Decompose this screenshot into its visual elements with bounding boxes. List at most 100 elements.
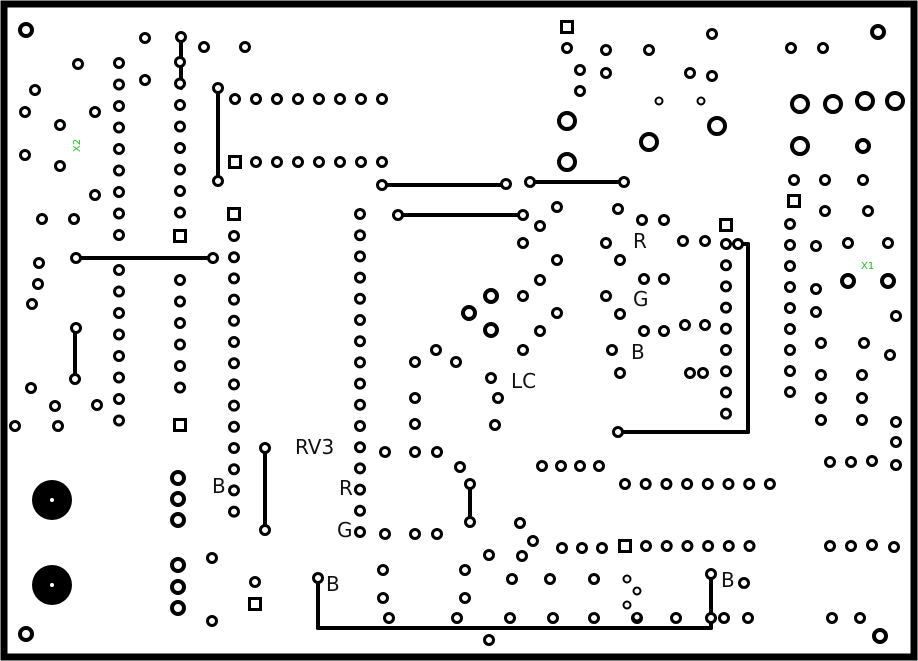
- pad: [174, 338, 186, 351]
- pad: [890, 310, 902, 322]
- pad: [720, 386, 732, 399]
- pad: [483, 634, 495, 646]
- pad: [212, 82, 224, 94]
- pad: [49, 400, 61, 412]
- pad: [459, 592, 471, 604]
- pad: [819, 205, 831, 217]
- label-r-top: R: [633, 229, 647, 253]
- pad: [534, 325, 546, 337]
- pad: [113, 78, 125, 91]
- pad: [670, 612, 682, 624]
- pad: [856, 369, 868, 381]
- pad: [866, 455, 878, 467]
- pad: [784, 302, 796, 314]
- square-pad: [173, 418, 187, 432]
- pad: [33, 257, 45, 269]
- pad: [790, 136, 810, 156]
- pad: [785, 42, 797, 54]
- pad: [139, 74, 151, 86]
- pad: [174, 77, 186, 90]
- pad: [376, 179, 388, 191]
- pad: [212, 175, 224, 187]
- pad: [504, 612, 516, 624]
- pad: [640, 540, 652, 552]
- pad: [815, 392, 827, 404]
- pad: [113, 371, 125, 384]
- pad: [632, 586, 642, 596]
- pad: [69, 373, 81, 385]
- pad: [383, 612, 395, 624]
- pad: [174, 120, 186, 133]
- pad: [784, 260, 796, 272]
- pad: [618, 176, 630, 188]
- label-lc: LC: [511, 369, 536, 393]
- pad: [36, 213, 48, 225]
- pad: [701, 478, 714, 490]
- pad: [29, 84, 41, 96]
- component-pads: [9, 20, 905, 646]
- pad: [89, 189, 101, 201]
- pad: [720, 238, 732, 250]
- pad: [784, 239, 796, 251]
- pad: [862, 205, 874, 217]
- pad: [379, 446, 391, 458]
- pad: [784, 344, 796, 356]
- label-g-top: G: [633, 287, 649, 311]
- label-x2: X2: [72, 139, 83, 152]
- pad: [551, 307, 563, 319]
- label-b-top: B: [631, 340, 645, 364]
- label-r-mid: R: [339, 476, 353, 500]
- pad: [840, 273, 856, 289]
- square-pad: [228, 155, 242, 169]
- pad: [658, 325, 670, 337]
- pad: [174, 317, 186, 329]
- pad: [556, 542, 568, 554]
- label-b-bottom-left: B: [326, 572, 340, 596]
- pad: [638, 325, 650, 337]
- pad: [845, 540, 857, 552]
- pad: [561, 42, 573, 54]
- pad: [885, 91, 905, 111]
- pad: [639, 478, 652, 490]
- pad: [588, 573, 600, 585]
- pad: [658, 214, 670, 226]
- pad: [334, 93, 346, 105]
- pad: [614, 254, 626, 266]
- pad: [555, 460, 567, 472]
- pad: [26, 298, 38, 310]
- pad: [574, 64, 586, 76]
- pad: [228, 399, 240, 412]
- pad: [228, 484, 240, 497]
- pad: [228, 463, 240, 476]
- pad: [113, 393, 125, 405]
- pad: [660, 478, 673, 490]
- pad: [354, 292, 366, 305]
- silkscreen-labels: RV3 LC R G B B R G B B X1 X2: [72, 139, 874, 596]
- pad: [718, 612, 730, 624]
- pad: [654, 96, 664, 106]
- pad: [174, 381, 186, 394]
- pad: [113, 100, 125, 112]
- pad: [313, 156, 325, 168]
- pad: [596, 542, 608, 554]
- pad: [292, 156, 304, 168]
- pad: [174, 295, 186, 308]
- pad: [89, 106, 101, 118]
- pad: [720, 322, 732, 335]
- pad: [817, 42, 829, 54]
- pad: [705, 568, 717, 580]
- square-pad: [173, 229, 187, 243]
- pad: [763, 478, 776, 490]
- square-pad: [560, 20, 574, 34]
- pad: [113, 186, 125, 198]
- pad: [170, 491, 186, 507]
- pad: [606, 344, 618, 356]
- pad: [354, 208, 366, 220]
- pad: [54, 160, 66, 172]
- pad: [815, 369, 827, 381]
- square-pad: [787, 194, 801, 208]
- pad: [534, 274, 546, 286]
- pad: [431, 528, 443, 540]
- pad: [354, 504, 366, 517]
- pad: [527, 535, 539, 547]
